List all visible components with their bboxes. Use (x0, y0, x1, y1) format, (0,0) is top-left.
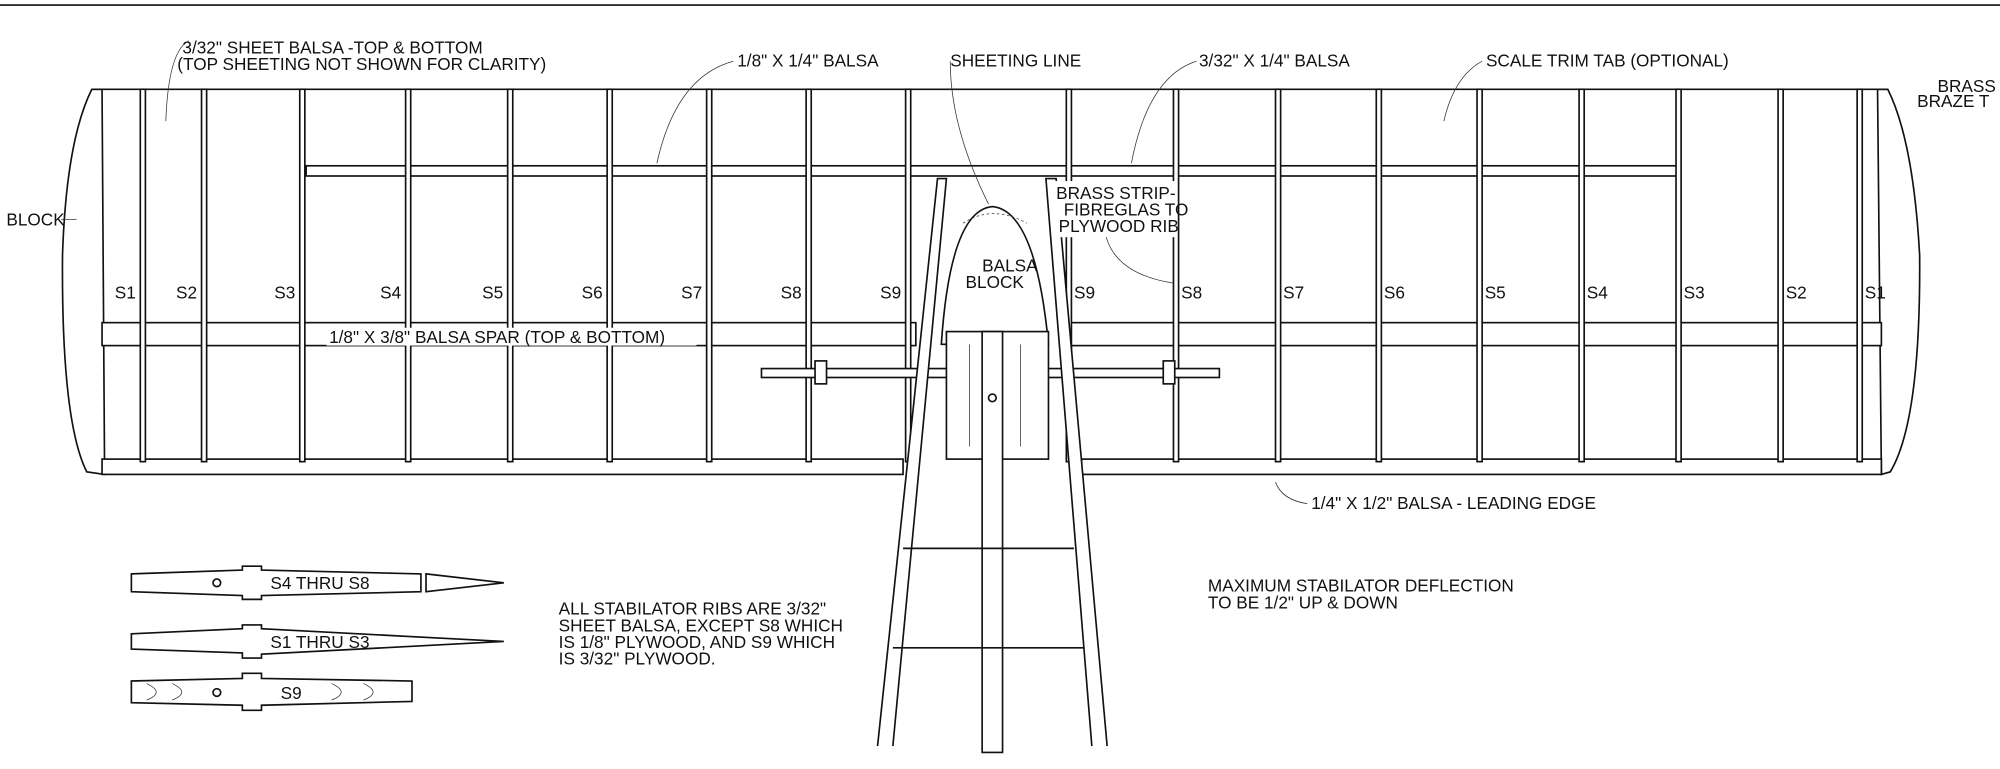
rib-profile-s9 (130, 672, 413, 712)
label-brass-strip-1: BRASS STRIP- (1056, 183, 1176, 203)
rib-label-right-s6: S6 (1384, 282, 1405, 302)
right-tip-block (1876, 88, 1921, 476)
note-ribs-3: IS 1/8" PLYWOOD, AND S9 WHICH (559, 632, 835, 652)
rib-label-left-s6: S6 (582, 282, 603, 302)
rib-profile-label-c: S9 (281, 683, 302, 703)
rib-right-s8 (1172, 88, 1180, 463)
rib-profiles: S4 THRU S8 S1 THRU S3 S9 (130, 565, 504, 712)
rib-label-right-s8: S8 (1181, 282, 1202, 302)
label-block: BLOCK (6, 210, 65, 230)
label-brass-right-2: BRAZE T (1917, 91, 1990, 111)
rib-right-s5 (1476, 88, 1483, 463)
fuselage-outline (876, 177, 1108, 747)
rib-label-left-s9: S9 (880, 282, 901, 302)
rib-left-s5 (506, 88, 514, 463)
label-sheeting-line: SHEETING LINE (950, 50, 1081, 70)
label-trim-balsa: 3/32" X 1/4" BALSA (1199, 50, 1350, 70)
rib-label-right-s1: S1 (1865, 282, 1886, 302)
label-brass-right-1: BRASS (1938, 76, 1996, 96)
note-ribs-4: IS 3/32" PLYWOOD. (559, 648, 716, 668)
horn-bracket-left (814, 360, 828, 385)
notes: ALL STABILATOR RIBS ARE 3/32" SHEET BALS… (559, 576, 1514, 669)
note-ribs-2: SHEET BALSA, EXCEPT S8 WHICH (559, 615, 843, 635)
rib-label-left-s4: S4 (380, 282, 401, 302)
label-leading-edge: 1/4" X 1/2" BALSA - LEADING EDGE (1311, 493, 1596, 513)
rib-label-left-s1: S1 (115, 282, 136, 302)
rib-left-s2 (200, 88, 208, 463)
label-balsa-block-2: BLOCK (966, 272, 1025, 292)
rib-label-left-s5: S5 (482, 282, 503, 302)
label-trailing-balsa: 1/8" X 1/4" BALSA (737, 50, 879, 70)
rib-label-right-s4: S4 (1587, 282, 1608, 302)
pivot-hole (987, 393, 998, 403)
rib-left-s1 (139, 88, 147, 463)
stabilator-structure (61, 88, 1921, 754)
rib-label-left-s7: S7 (681, 282, 702, 302)
callout-labels: 3/32" SHEET BALSA -TOP & BOTTOM (TOP SHE… (6, 38, 1995, 513)
label-trim-tab: SCALE TRIM TAB (OPTIONAL) (1486, 50, 1729, 70)
label-balsa-block-1: BALSA (982, 256, 1038, 276)
rib-right-s3 (1675, 88, 1682, 463)
rib-label-left-s2: S2 (176, 282, 197, 302)
balsa-block (940, 205, 1050, 346)
label-sheet-balsa-2: (TOP SHEETING NOT SHOWN FOR CLARITY) (177, 54, 546, 74)
rib-left-s7 (705, 88, 713, 463)
rib-label-left-s8: S8 (781, 282, 802, 302)
note-deflection-1: MAXIMUM STABILATOR DEFLECTION (1208, 576, 1514, 596)
rib-profile-label-b: S1 THRU S3 (270, 632, 369, 652)
rib-right-s1 (1856, 88, 1864, 463)
rib-profile-s4-s8 (130, 565, 504, 601)
rib-right-s4 (1578, 88, 1586, 463)
rib-label-right-s5: S5 (1485, 282, 1506, 302)
rib-left-s3 (298, 88, 306, 463)
leader-lines (61, 40, 1483, 505)
rib-right-s2 (1777, 88, 1784, 463)
rib-label-left-s3: S3 (274, 282, 295, 302)
rib-label-right-s2: S2 (1786, 282, 1807, 302)
left-tip-block (61, 88, 106, 476)
label-sheet-balsa-1: 3/32" SHEET BALSA -TOP & BOTTOM (182, 38, 482, 58)
rib-right-s7 (1274, 88, 1282, 463)
rib-left-s8 (805, 88, 813, 463)
rib-left-s9 (904, 88, 912, 463)
leading-edge-left (101, 458, 904, 476)
rib-profile-label-a: S4 THRU S8 (270, 573, 369, 593)
rib-left-s6 (606, 88, 614, 463)
label-spar: 1/8" X 3/8" BALSA SPAR (TOP & BOTTOM) (329, 327, 665, 347)
horn-bracket-right (1162, 360, 1176, 385)
rib-profile-s1-s3 (130, 624, 504, 659)
label-brass-strip-3: PLYWOOD RIB (1059, 216, 1179, 236)
rib-label-right-s3: S3 (1684, 282, 1705, 302)
rib-right-s6 (1375, 88, 1383, 463)
rib-label-right-s9: S9 (1074, 282, 1095, 302)
rib-left-s4 (404, 88, 412, 463)
note-deflection-2: TO BE 1/2" UP & DOWN (1208, 592, 1398, 612)
spar-right (1068, 321, 1883, 347)
label-brass-strip-2: FIBREGLAS TO (1064, 200, 1189, 220)
note-ribs-1: ALL STABILATOR RIBS ARE 3/32" (559, 599, 826, 619)
rib-label-right-s7: S7 (1283, 282, 1304, 302)
